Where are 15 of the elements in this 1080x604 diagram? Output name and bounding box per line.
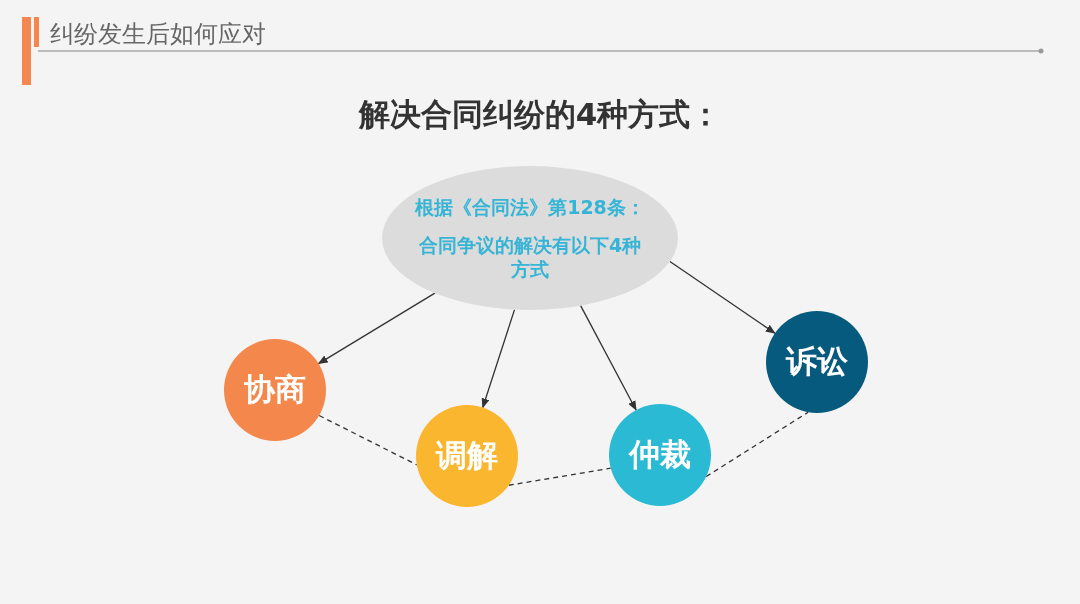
- node-label: 调解: [436, 436, 498, 475]
- arrow: [669, 260, 776, 334]
- dashed-line: [705, 411, 809, 478]
- node-label: 协商: [244, 370, 306, 409]
- dashed-line: [318, 414, 418, 466]
- arrow: [317, 292, 436, 365]
- dashed-line: [508, 467, 612, 486]
- node-label: 仲裁: [629, 435, 691, 474]
- arrow: [481, 308, 516, 409]
- heading: 解决合同纠纷的4种方式：: [357, 95, 723, 134]
- section-title: 纠纷发生后如何应对: [50, 19, 266, 50]
- bubble-heading: 根据《合同法》第128条：: [413, 195, 646, 219]
- node-label: 诉讼: [786, 342, 848, 381]
- arrow: [579, 305, 637, 411]
- bubble-text: 合同争议的解决有以下4种方式: [417, 233, 643, 281]
